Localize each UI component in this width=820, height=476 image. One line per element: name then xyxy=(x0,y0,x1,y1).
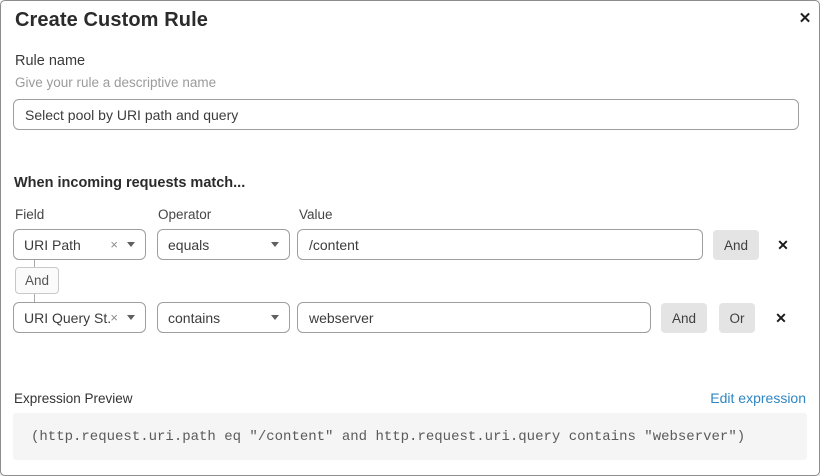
remove-row1-icon[interactable]: ✕ xyxy=(777,236,789,253)
rule-name-input[interactable] xyxy=(13,99,799,130)
connector-line xyxy=(34,294,35,303)
dialog-title: Create Custom Rule xyxy=(15,9,208,31)
value-input-row2[interactable] xyxy=(297,302,651,333)
chevron-down-icon[interactable] xyxy=(271,315,279,320)
add-and-condition-button-row2[interactable]: And xyxy=(661,303,707,333)
expression-preview-label: Expression Preview xyxy=(14,391,133,406)
connector-line xyxy=(34,260,35,267)
remove-row2-icon[interactable]: ✕ xyxy=(775,309,787,326)
field-select-row1-value: URI Path xyxy=(24,236,81,253)
operator-select-row1-value: equals xyxy=(168,236,210,253)
rule-name-help-text: Give your rule a descriptive name xyxy=(15,75,217,90)
rule-name-label: Rule name xyxy=(15,53,86,69)
operator-column-label: Operator xyxy=(158,207,212,222)
field-select-row2-value: URI Query St... xyxy=(24,309,111,326)
chevron-down-icon[interactable] xyxy=(271,242,279,247)
operator-select-row2[interactable]: contains xyxy=(157,302,290,333)
operator-select-row2-value: contains xyxy=(168,309,221,326)
expression-preview-box: (http.request.uri.path eq "/content" and… xyxy=(13,413,807,460)
operator-select-row1[interactable]: equals xyxy=(157,229,290,260)
value-column-label: Value xyxy=(299,207,333,222)
add-or-condition-button-row2[interactable]: Or xyxy=(719,303,755,333)
close-icon[interactable]: ✕ xyxy=(798,10,812,27)
chevron-down-icon[interactable] xyxy=(127,315,135,320)
chevron-down-icon[interactable] xyxy=(127,242,135,247)
add-and-condition-button-row1[interactable]: And xyxy=(713,230,759,260)
clear-field-icon[interactable]: × xyxy=(110,310,118,325)
match-section-heading: When incoming requests match... xyxy=(14,175,246,191)
clear-field-icon[interactable]: × xyxy=(110,237,118,252)
field-select-row1[interactable]: URI Path × xyxy=(13,229,146,260)
and-connector-badge: And xyxy=(15,267,59,294)
value-input-row1[interactable] xyxy=(297,229,703,260)
edit-expression-link[interactable]: Edit expression xyxy=(710,390,806,406)
field-column-label: Field xyxy=(15,207,45,222)
expression-code: (http.request.uri.path eq "/content" and… xyxy=(31,428,746,445)
field-select-row2[interactable]: URI Query St... × xyxy=(13,302,146,333)
